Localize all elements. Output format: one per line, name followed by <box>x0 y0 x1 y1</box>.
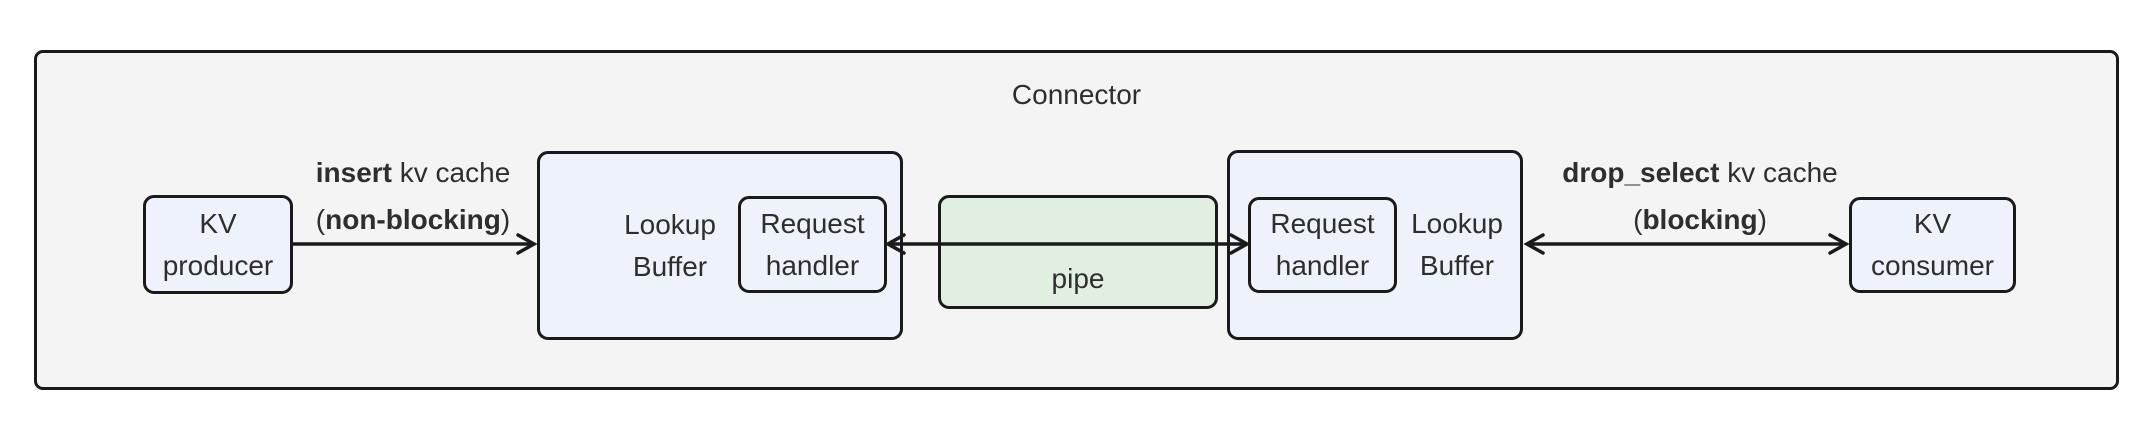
edge-label-insert-line1: insert kv cache <box>315 157 511 188</box>
connector-title: Connector <box>1011 79 1142 110</box>
kv-producer-label: KV producer <box>162 207 274 281</box>
kv-consumer-label: KV consumer <box>1871 208 1994 281</box>
node-request-handler-left: Request handler <box>738 196 887 293</box>
request-handler-left-label: Request handler <box>760 207 865 281</box>
edge-label-drop-select: drop_select kv cache (blocking) <box>1516 149 1884 243</box>
edge-label-insert-line2: (non-blocking) <box>315 204 511 235</box>
request-handler-right-label: Request handler <box>1270 208 1375 281</box>
node-kv-producer: KV producer <box>143 195 293 294</box>
node-lookup-buffer-right: Request handler Lookup Buffer <box>1227 150 1523 340</box>
pipe-label: pipe <box>1051 263 1105 294</box>
node-kv-consumer: KV consumer <box>1849 197 2016 293</box>
lookup-buffer-right-label: Lookup Buffer <box>1411 208 1503 281</box>
lookup-buffer-left-label: Lookup Buffer <box>624 208 716 282</box>
edge-label-drop-select-line2: (blocking) <box>1633 204 1767 235</box>
edge-label-insert: insert kv cache (non-blocking) <box>258 149 568 243</box>
node-request-handler-right: Request handler <box>1248 197 1397 293</box>
node-lookup-buffer-left: Lookup Buffer Request handler <box>537 151 903 340</box>
edge-label-drop-select-line1: drop_select kv cache <box>1562 157 1838 188</box>
node-pipe: pipe <box>938 195 1218 309</box>
